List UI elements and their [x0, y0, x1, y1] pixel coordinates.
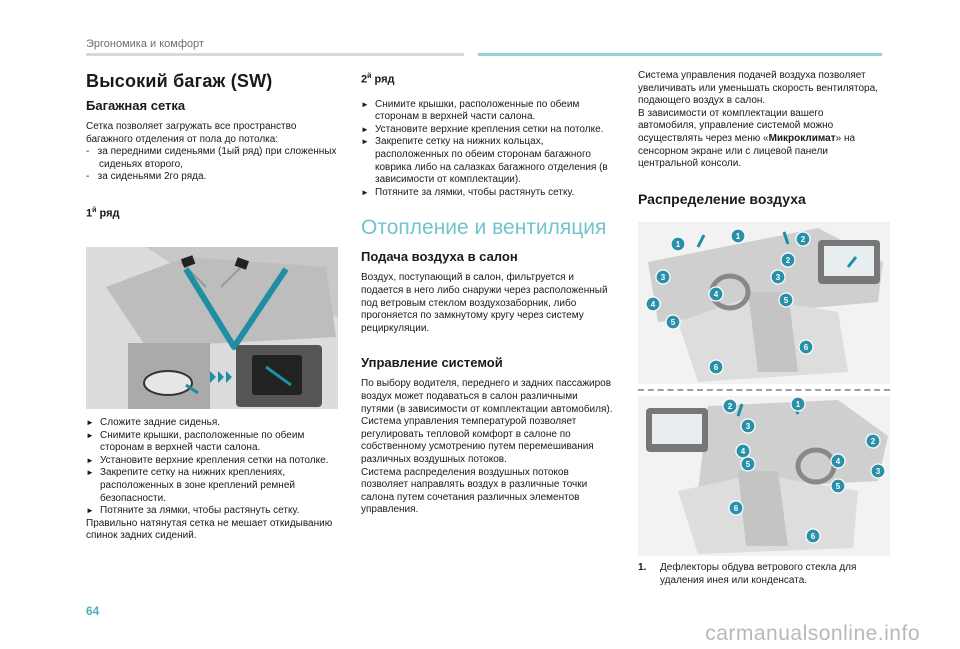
list-item: ►Установите верхние крепления сетки на п…: [86, 454, 329, 466]
callout-badge: [870, 463, 886, 479]
callout-number: 6: [804, 343, 809, 352]
note-text: Правильно натянутая сетка не мешает отки…: [86, 517, 333, 542]
watermark: carmanualsonline.info: [705, 622, 920, 645]
callout-badge: [730, 228, 746, 244]
callout-number: 6: [811, 532, 816, 541]
callout-badge: [830, 453, 846, 469]
callout-badge: [805, 528, 821, 544]
callout-badge: [735, 443, 751, 459]
callout-number: 6: [714, 363, 719, 372]
list-item: ►Сложите задние сиденья.: [86, 417, 221, 428]
intro-text: Сетка позволяет загружать все пространст…: [86, 121, 297, 145]
callout-number: 4: [714, 290, 719, 299]
callout-number: 4: [836, 457, 841, 466]
callout-number: 4: [741, 447, 746, 456]
arrow-bullet-icon: ►: [361, 137, 369, 147]
chapter-section-title: Отопление и вентиляция: [361, 216, 607, 240]
arrow-bullet-icon: ►: [86, 506, 94, 516]
callout-badge: [670, 236, 686, 252]
body-text: Система управления температурой позволяе…: [361, 416, 594, 465]
row-heading: 1й ряд: [86, 206, 120, 220]
list-item: ►Потяните за лямки, чтобы растянуть сетк…: [86, 505, 300, 517]
column-right: Система управления подачей воздуха позво…: [638, 70, 884, 214]
callout-number: 5: [836, 482, 841, 491]
callout-badge: [728, 500, 744, 516]
callout-badge: [865, 433, 881, 449]
callout-number: 1: [736, 232, 741, 241]
column-left-steps: ►Сложите задние сиденья. ►Снимите крышки…: [86, 417, 338, 543]
callout-number: 6: [734, 504, 739, 513]
callout-number: 3: [661, 273, 666, 282]
list-item: ►Снимите крышки, расположенные по обеим …: [86, 429, 305, 454]
list-item: ►Закрепите сетку на нижних креплениях, р…: [86, 467, 295, 504]
menu-name: Микроклимат: [768, 132, 836, 144]
column-left: Высокий багаж (SW) Багажная сетка Сетка …: [86, 70, 338, 228]
diagram-divider: [638, 389, 890, 391]
callout-badge: [708, 286, 724, 302]
subsection-title: Управление системой: [361, 355, 503, 371]
subsection-title: Багажная сетка: [86, 98, 186, 113]
list-item: ►Установите верхние крепления сетки на п…: [361, 123, 604, 135]
dash-item: - за сиденьями 2го ряда.: [86, 171, 207, 183]
body-text: Система управления подачей воздуха позво…: [638, 70, 878, 107]
callout-badge: [780, 252, 796, 268]
section-title: Высокий багаж (SW): [86, 71, 273, 91]
callout-number: 3: [746, 422, 751, 431]
arrow-bullet-icon: ►: [361, 124, 369, 134]
callout-number: 2: [786, 256, 791, 265]
legend-item: 1. Дефлекторы обдува ветрового стекла дл…: [638, 562, 857, 586]
chapter-title: Эргономика и комфорт: [86, 38, 204, 50]
callout-number: 2: [871, 437, 876, 446]
callout-badge: [830, 478, 846, 494]
callout-badge: [770, 269, 786, 285]
callout-number: 2: [728, 402, 733, 411]
body-text: В зависимости от комплектации вашего авт…: [638, 107, 856, 170]
callout-badge: [740, 456, 756, 472]
list-item: ►Снимите крышки, расположенные по обеим …: [361, 98, 580, 123]
callout-badge: [790, 396, 806, 412]
body-text: Система распределения воздушных потоков …: [361, 466, 588, 516]
arrow-bullet-icon: ►: [86, 418, 94, 427]
callout-badge: [708, 359, 724, 375]
subsection-title: Подача воздуха в салон: [361, 249, 518, 265]
arrow-bullet-icon: ►: [86, 455, 94, 465]
arrow-bullet-icon: ►: [86, 430, 94, 440]
column-middle: 2й ряд ►Снимите крышки, расположенные по…: [361, 70, 613, 517]
body-text: Воздух, поступающий в салон, фильтруется…: [361, 272, 608, 334]
page-number: 64: [86, 604, 100, 618]
header-rule-accent: [478, 53, 882, 56]
callout-badge: [665, 314, 681, 330]
callout-number: 3: [776, 273, 781, 282]
dash-item: - за передними сиденьями (1ый ряд) при с…: [86, 146, 337, 170]
arrow-bullet-icon: ►: [361, 99, 369, 109]
callout-badge: [740, 418, 756, 434]
callout-badge: [722, 398, 738, 414]
callout-number: 3: [876, 467, 881, 476]
list-item: ►Закрепите сетку на нижних кольцах, расп…: [361, 136, 608, 186]
callout-badge: [645, 296, 661, 312]
callout-number: 2: [801, 235, 806, 244]
callout-number: 1: [676, 240, 681, 249]
arrow-bullet-icon: ►: [361, 187, 369, 197]
list-item: ►Потяните за лямки, чтобы растянуть сетк…: [361, 186, 575, 198]
callout-number: 5: [746, 460, 751, 469]
callout-badge: [798, 339, 814, 355]
body-text: По выбору водителя, переднего и задних п…: [361, 378, 613, 415]
callout-badge: [778, 292, 794, 308]
callout-badge: [655, 269, 671, 285]
callout-number: 5: [784, 296, 789, 305]
row-heading: 2й ряд: [361, 73, 395, 86]
callout-number: 1: [796, 400, 801, 409]
arrow-bullet-icon: ►: [86, 468, 94, 478]
cargo-net-illustration: [86, 247, 338, 409]
header-rule: [86, 53, 464, 56]
callout-number: 5: [671, 318, 676, 327]
subsection-title: Распределение воздуха: [638, 190, 806, 207]
callout-number: 4: [651, 300, 656, 309]
callout-badge: [795, 231, 811, 247]
